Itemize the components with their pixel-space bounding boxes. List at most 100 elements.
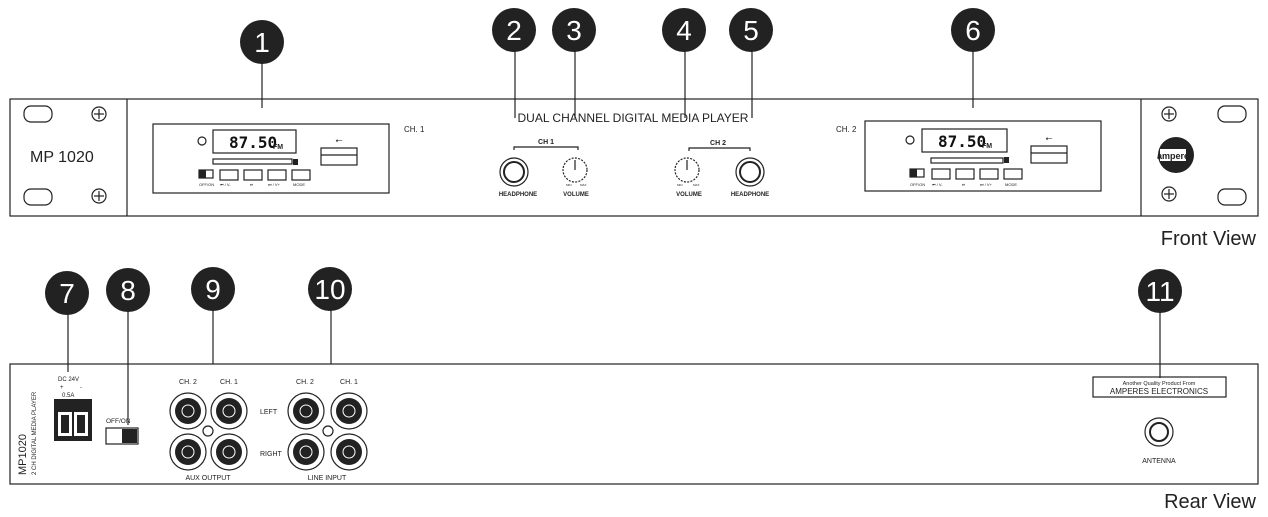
min-label-ch1: MIN <box>566 183 572 187</box>
screw-icon <box>1161 186 1177 202</box>
antenna-label: ANTENNA <box>1142 458 1176 465</box>
aux-jack-ch1-right[interactable] <box>210 433 248 471</box>
min-label-ch2: MIN <box>677 183 683 187</box>
badge-line1: Another Quality Product From <box>1123 381 1196 387</box>
sd-card-slot[interactable] <box>212 158 293 165</box>
callout-11 <box>1138 269 1182 313</box>
callout-5 <box>729 8 773 52</box>
line-jack-ch1-left[interactable] <box>330 392 368 430</box>
prev-icon: ⏮ / V- <box>932 182 943 187</box>
line-jack-ch2-left[interactable] <box>287 392 325 430</box>
media-module-ch1: 87.50 FM ⭠ OFF/ON ⏮ / V- ⏯ ⏭ / V+ MODE <box>152 123 390 194</box>
callout-4-num: 4 <box>676 15 692 46</box>
power-switch[interactable] <box>105 427 139 445</box>
prev-button[interactable] <box>931 168 951 180</box>
callout-4 <box>662 8 706 52</box>
usb-port[interactable] <box>320 147 358 166</box>
prev-icon: ⏮ / V- <box>220 182 231 187</box>
front-panel-outline <box>9 98 1259 217</box>
callout-10-num: 10 <box>314 274 345 305</box>
play-pause-icon: ⏯ <box>962 182 965 187</box>
callout-7 <box>45 271 89 315</box>
prev-button[interactable] <box>219 169 239 181</box>
off-on-small-label: OFF/ON <box>910 182 925 187</box>
line-ch2-label: CH. 2 <box>296 379 314 386</box>
line-jack-ch2-right[interactable] <box>287 433 325 471</box>
sd-card-icon <box>1004 157 1009 163</box>
rear-model-vertical: MP1020 <box>17 434 29 475</box>
next-button[interactable] <box>979 168 999 180</box>
max-label-ch1: MAX <box>580 183 587 187</box>
ch1-knob-group-label: CH 1 <box>538 139 554 146</box>
rack-slot-icon <box>23 105 53 123</box>
dc-power-terminal[interactable] <box>54 399 92 441</box>
rack-slot-icon <box>1217 188 1247 206</box>
aux-jack-ch2-left[interactable] <box>169 392 207 430</box>
ir-sensor-icon <box>197 136 207 146</box>
callout-2-num: 2 <box>506 15 522 46</box>
rear-panel: MP1020 2 CH DIGITAL MEDIA PLAYER DC 24V … <box>9 363 1259 485</box>
dc-label: DC 24V <box>58 377 79 383</box>
mode-label: MODE <box>1005 182 1017 187</box>
next-button[interactable] <box>267 169 287 181</box>
callout-3 <box>552 8 596 52</box>
play-pause-button[interactable] <box>243 169 263 181</box>
ch2-tag: CH. 2 <box>836 125 857 134</box>
lcd-display <box>212 129 297 154</box>
aux-jack-ch1-left[interactable] <box>210 392 248 430</box>
callout-2 <box>492 8 536 52</box>
callout-10 <box>308 267 352 311</box>
line-input-label: LINE INPUT <box>308 475 347 482</box>
model-label: MP 1020 <box>30 149 94 166</box>
aux-output-label: AUX OUTPUT <box>185 475 231 482</box>
antenna-connector[interactable] <box>1144 417 1174 447</box>
next-icon: ⏭ / V+ <box>268 182 281 187</box>
aux-ch1-label: CH. 1 <box>220 379 238 386</box>
brand-logo-icon: ampere <box>1157 137 1194 173</box>
aux-jack-ch2-right[interactable] <box>169 433 207 471</box>
aux-ch2-label: CH. 2 <box>179 379 197 386</box>
volume-knob-ch1[interactable] <box>562 157 588 183</box>
callout-1 <box>240 20 284 64</box>
headphone-jack-ch1[interactable] <box>499 157 529 187</box>
next-icon: ⏭ / V+ <box>980 182 993 187</box>
sd-card-icon <box>293 159 298 165</box>
screw-icon <box>91 106 107 122</box>
ch2-knob-group-label: CH 2 <box>710 140 726 147</box>
badge-line2: AMPERES ELECTRONICS <box>1110 387 1208 396</box>
usb-port[interactable] <box>1030 145 1068 164</box>
callout-9 <box>191 267 235 311</box>
mode-button[interactable] <box>291 169 311 181</box>
sd-card-slot[interactable] <box>930 157 1004 164</box>
mode-button[interactable] <box>1003 168 1023 180</box>
lcd-display <box>921 128 1008 153</box>
lcd-band: FM <box>982 143 992 150</box>
play-pause-icon: ⏯ <box>250 182 253 187</box>
usb-icon: ⭠ <box>335 135 342 145</box>
volume-label-ch2: VOLUME <box>676 192 702 198</box>
screw-icon <box>91 188 107 204</box>
volume-knob-ch2[interactable] <box>674 157 700 183</box>
left-label: LEFT <box>260 409 278 416</box>
brand-logo-text: ampere <box>1157 151 1189 161</box>
max-label-ch2: MAX <box>693 183 700 187</box>
callout-1-num: 1 <box>254 27 270 58</box>
line-jack-ch1-right[interactable] <box>330 433 368 471</box>
callout-8-num: 8 <box>120 275 136 306</box>
callout-6 <box>951 8 995 52</box>
off-on-small-label: OFF/ON <box>199 182 214 187</box>
play-pause-button[interactable] <box>955 168 975 180</box>
usb-icon: ⭠ <box>1045 133 1052 143</box>
front-panel: MP 1020 ampere 87.50 FM ⭠ <box>9 98 1259 217</box>
rear-model-sub: 2 CH DIGITAL MEDIA PLAYER <box>32 391 38 475</box>
ch1-tag: CH. 1 <box>404 125 425 134</box>
panel-title: DUAL CHANNEL DIGITAL MEDIA PLAYER <box>518 111 749 125</box>
power-switch-label: OFF/ON <box>106 418 131 425</box>
callout-8 <box>106 268 150 312</box>
lcd-frequency: 87.50 <box>229 133 277 152</box>
callout-9-num: 9 <box>205 274 221 305</box>
dc-amp: 0.5A <box>62 393 74 399</box>
headphone-jack-ch2[interactable] <box>735 157 765 187</box>
lcd-band: FM <box>273 144 283 151</box>
